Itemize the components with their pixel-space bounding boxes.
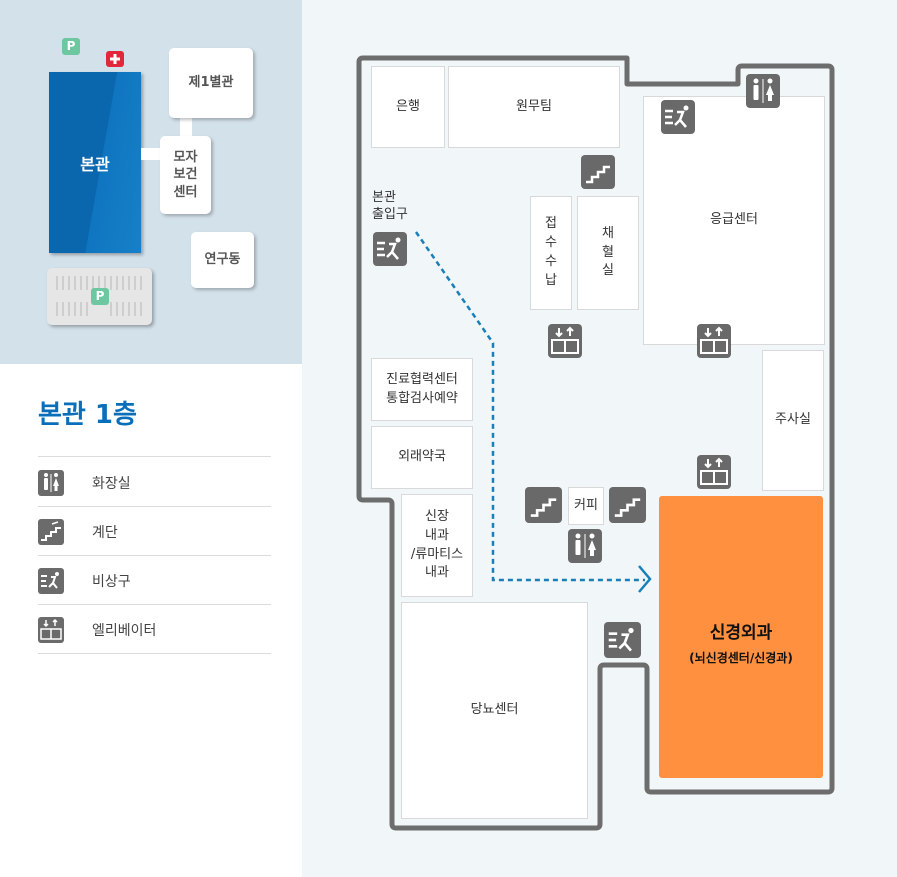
parking-lot[interactable]: P — [47, 268, 152, 325]
floor-map: 은행 원무팀 접 수 수 납 채 혈 실 응급센터 주사실 진료협력센터 통합검… — [302, 0, 897, 877]
room-neurosurgery[interactable]: 신경외과 (뇌신경센터/신경과) — [659, 496, 823, 778]
parking-sign-icon: P — [91, 288, 109, 305]
room-injection[interactable]: 주사실 — [762, 350, 824, 491]
maternal-center-label: 모자 보건 센터 — [173, 149, 198, 200]
room-blood-collection[interactable]: 채 혈 실 — [577, 196, 639, 310]
room-label: 진료협력센터 통합검사예약 — [386, 371, 458, 406]
room-label: 신장 내과 /류마티스 내과 — [410, 508, 464, 581]
stairs-icon[interactable] — [525, 487, 562, 523]
research-building[interactable]: 연구동 — [191, 232, 254, 288]
room-diabetes-center[interactable]: 당뇨센터 — [401, 602, 588, 819]
room-label: 은행 — [396, 98, 420, 114]
room-bank[interactable]: 은행 — [371, 66, 445, 148]
stairs-icon — [38, 519, 64, 545]
room-label: 외래약국 — [398, 449, 446, 465]
legend-item-stairs: 계단 — [38, 506, 271, 556]
room-nephrology[interactable]: 신장 내과 /류마티스 내과 — [401, 494, 473, 597]
stairs-icon[interactable] — [581, 155, 615, 189]
emergency-exit-icon — [38, 568, 64, 594]
neurosurgery-label: 신경외과 — [709, 623, 773, 643]
emergency-exit-icon[interactable] — [661, 100, 695, 134]
room-cooperation-center[interactable]: 진료협력센터 통합검사예약 — [371, 358, 473, 421]
legend-label: 비상구 — [92, 574, 131, 590]
legend-item-restroom: 화장실 — [38, 457, 271, 507]
main-building[interactable]: 본관 — [49, 72, 141, 253]
room-label: 당뇨센터 — [470, 702, 519, 718]
restroom-icon[interactable] — [568, 529, 602, 563]
legend-item-emergency-exit: 비상구 — [38, 555, 271, 605]
medical-cross-icon — [106, 51, 124, 67]
neurosurgery-sublabel: (뇌신경센터/신경과) — [689, 651, 793, 665]
restroom-icon — [38, 470, 64, 496]
emergency-exit-icon[interactable] — [373, 232, 407, 266]
research-label: 연구동 — [204, 252, 241, 268]
legend-panel: 본관 1층 화장실 계단 비상구 엘리베이터 — [0, 364, 302, 877]
building-outline — [356, 55, 835, 831]
floor-title: 본관 1층 — [38, 400, 137, 430]
main-entrance-label: 본관 출입구 — [372, 190, 408, 222]
room-label: 채 혈 실 — [602, 225, 614, 279]
legend-label: 엘리베이터 — [92, 623, 157, 639]
campus-overview: P 본관 제1별관 모자 보건 센터 연구동 — [0, 0, 302, 364]
room-label: 커피 — [574, 497, 598, 513]
room-pharmacy[interactable]: 외래약국 — [371, 426, 473, 489]
legend-label: 화장실 — [92, 476, 131, 492]
legend-label: 계단 — [92, 525, 118, 541]
room-label: 원무팀 — [516, 98, 552, 114]
stairs-icon[interactable] — [609, 487, 646, 523]
room-coffee[interactable]: 커피 — [568, 487, 604, 525]
annex1-label: 제1별관 — [188, 75, 234, 91]
connector — [141, 148, 161, 160]
room-label: 접 수 수 납 — [545, 216, 557, 288]
room-label: 주사실 — [775, 412, 811, 428]
elevator-icon[interactable] — [548, 324, 582, 358]
legend-item-elevator: 엘리베이터 — [38, 604, 271, 654]
connector — [180, 116, 192, 138]
parking-sign-icon: P — [62, 38, 80, 55]
emergency-exit-icon[interactable] — [604, 622, 641, 658]
room-label: 응급센터 — [710, 212, 758, 228]
room-emergency-center[interactable]: 응급센터 — [643, 96, 825, 345]
main-building-label: 본관 — [80, 154, 110, 174]
elevator-icon[interactable] — [697, 324, 731, 358]
restroom-icon[interactable] — [746, 74, 780, 108]
legend-divider — [38, 456, 271, 457]
annex1-building[interactable]: 제1별관 — [169, 48, 253, 118]
room-staff[interactable]: 원무팀 — [448, 66, 620, 148]
elevator-icon[interactable] — [697, 455, 731, 489]
elevator-icon — [38, 617, 64, 643]
room-reception[interactable]: 접 수 수 납 — [530, 196, 572, 310]
maternal-center-building[interactable]: 모자 보건 센터 — [160, 136, 211, 214]
